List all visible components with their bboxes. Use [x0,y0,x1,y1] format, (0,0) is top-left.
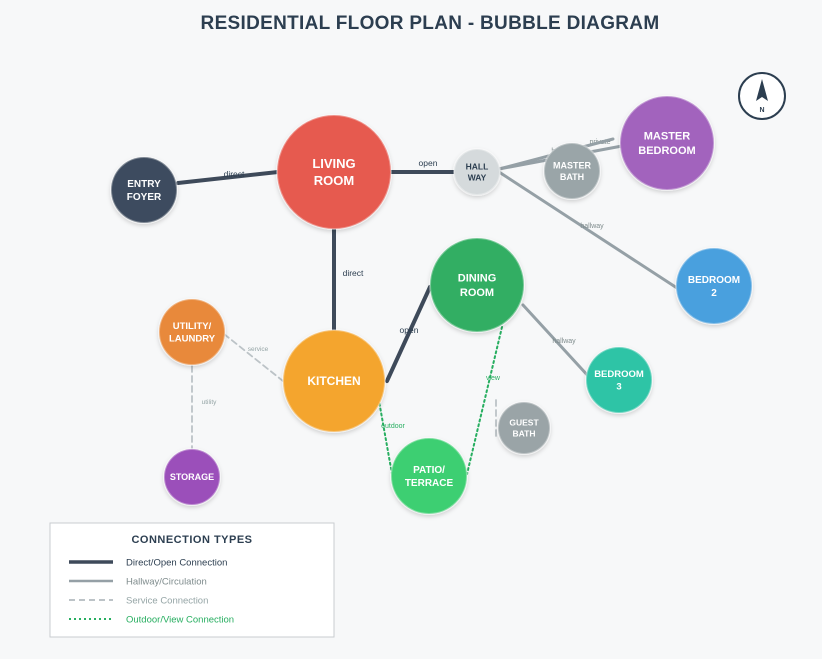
connection-label-utility-kitchen: service [248,346,269,353]
room-label-patio: PATIO/ [413,465,445,476]
room-bubble-bedroom3 [585,346,653,414]
room-label-dining: ROOM [460,287,494,299]
north-compass: N [738,72,786,120]
room-utility: UTILITY/LAUNDRY [158,298,226,366]
connection-dining-bedroom3 [521,303,592,380]
legend-label-service: Service Connection [126,596,208,607]
legend-label-hallway: Hallway/Circulation [126,577,207,588]
connection-label-entry-living: direct [224,169,245,179]
room-bubble-bedroom2 [675,247,753,325]
connection-label-living-hall: open [419,158,438,168]
room-label-dining: DINING [458,273,497,285]
connection-label-kitchen-dining: open [400,325,419,335]
room-masterbath: MASTER BATH [543,142,601,200]
compass-label: N [759,107,764,114]
room-label-bedroom3: BEDROOM [594,369,644,380]
room-bubble-living [276,114,392,230]
connection-hall-bedroom2 [497,170,679,290]
room-label-entry: ENTRY [127,179,161,190]
room-label-master: MASTER [644,131,691,143]
rooms-layer: ENTRYFOYERLIVINGROOMHALLWAYMASTERBATHMAS… [110,95,753,515]
room-bubble-masterbath [543,142,601,200]
legend-label-outdoor: Outdoor/View Connection [126,615,234,626]
room-label-bedroom2: BEDROOM [688,275,740,286]
room-label-hall: HALL [466,161,489,171]
room-label-storage: STORAGE [170,472,214,482]
room-label-utility: UTILITY/ [173,321,212,332]
legend-label-direct: Direct/Open Connection [126,558,227,569]
room-bubble-hall [453,148,501,196]
connection-kitchen-dining [385,285,432,383]
room-bedroom3: BEDROOM 3 [585,346,653,414]
room-bubble-entry [110,156,178,224]
room-bubble-dining [429,237,525,333]
room-label-kitchen: KITCHEN [307,374,360,388]
room-bubble-master [619,95,715,191]
room-bedroom2: BEDROOM 2 [675,247,753,325]
room-label-living: ROOM [314,173,354,188]
connections-layer: directopendirectopenprivatehallwayhallwa… [176,137,679,475]
room-label-bedroom2: 2 [711,288,717,299]
room-label-bedroom3: 3 [616,382,621,393]
room-label-hall: WAY [468,173,487,183]
room-storage: STORAGE [163,448,221,506]
room-bubble-kitchen [282,329,386,433]
room-label-master: BEDROOM [638,145,695,157]
room-bubble-utility [158,298,226,366]
north-arrow-icon [756,79,768,101]
room-bubble-guestbath [497,401,551,455]
room-label-utility: LAUNDRY [169,334,216,345]
legend-title: CONNECTION TYPES [131,534,252,546]
connection-label-dining-bedroom3: hallway [552,338,576,345]
legend-items: Direct/Open ConnectionHallway/Circulatio… [69,558,234,626]
legend: CONNECTION TYPES Direct/Open ConnectionH… [49,522,335,638]
room-master: MASTER BEDROOM [619,95,715,191]
connection-entry-living [176,170,280,185]
room-label-patio: TERRACE [405,478,454,489]
room-label-guestbath: BATH [513,429,536,439]
room-label-living: LIVING [312,156,355,171]
room-bubble-storage [163,448,221,506]
room-label-entry: FOYER [127,192,162,203]
connection-label-kitchen-patio: outdoor [381,423,405,430]
diagram-title: RESIDENTIAL FLOOR PLAN - BUBBLE DIAGRAM [201,13,660,34]
room-label-masterbath: BATH [560,172,584,182]
room-guestbath: GUEST BATH [497,401,551,455]
room-hall: HALL WAY [453,148,501,196]
room-living: LIVING ROOM [276,114,392,230]
connection-label-dining-patio: view [486,375,501,382]
room-kitchen: KITCHEN [282,329,386,433]
room-patio: PATIO/TERRACE [390,437,468,515]
connection-utility-kitchen [223,333,284,382]
connection-label-living-kitchen: direct [343,268,364,278]
room-label-masterbath: MASTER [553,160,592,170]
room-entry: ENTRY FOYER [110,156,178,224]
room-label-guestbath: GUEST [509,417,539,427]
connection-label-hall-bedroom2: hallway [580,223,604,230]
connection-label-utility-storage: utility [202,399,218,406]
room-dining: DINING ROOM [429,237,525,333]
room-bubble-patio [390,437,468,515]
connection-dining-patio [466,326,503,475]
